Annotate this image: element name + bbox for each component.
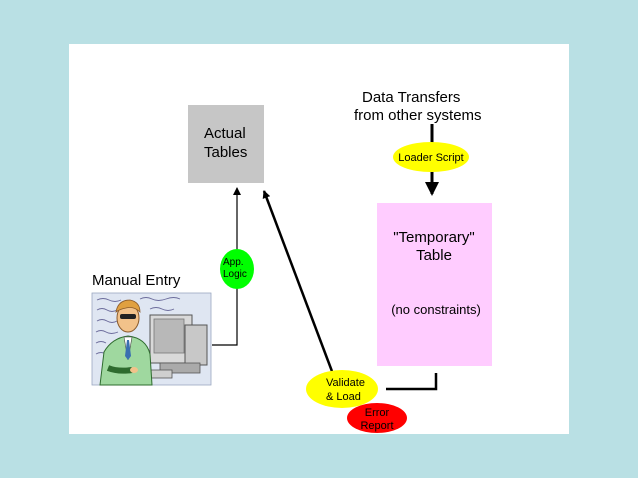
- error-report-label-line2: Report: [360, 420, 393, 432]
- loader-script-label: Loader Script: [398, 152, 463, 164]
- manual-entry-label: Manual Entry: [92, 272, 181, 289]
- data-transfers-line2: from other systems: [354, 107, 482, 124]
- app-logic-label-line2: Logic: [223, 269, 247, 280]
- validate-load-node: Validate & Load: [306, 370, 378, 408]
- temporary-table-box: "Temporary" Table (no constraints): [377, 203, 492, 366]
- validate-load-label-line1: Validate: [326, 377, 365, 389]
- temp-to-validate-line: [386, 373, 438, 391]
- person-at-computer-icon: [91, 292, 212, 386]
- error-report-node: Error Report: [347, 403, 407, 433]
- error-report-label-line1: Error: [365, 407, 390, 419]
- validate-to-actual-arrow: [262, 190, 335, 375]
- validate-load-label-line2: & Load: [326, 391, 361, 403]
- actual-tables-box: Actual Tables: [188, 105, 264, 183]
- loader-script-node: Loader Script: [393, 142, 469, 172]
- data-transfers-line1: Data Transfers: [362, 89, 460, 106]
- app-logic-node: App. Logic: [220, 249, 254, 289]
- actual-tables-label-line1: Actual: [204, 125, 246, 142]
- temporary-table-note: (no constraints): [391, 302, 481, 317]
- actual-tables-label-line2: Tables: [204, 144, 247, 161]
- data-transfers-label: Data Transfers from other systems: [354, 89, 482, 124]
- temporary-table-label-line2: Table: [416, 247, 452, 264]
- temporary-table-label-line1: "Temporary": [393, 229, 475, 246]
- manual-to-logic-line: [212, 286, 238, 346]
- app-logic-label-line1: App.: [223, 257, 244, 268]
